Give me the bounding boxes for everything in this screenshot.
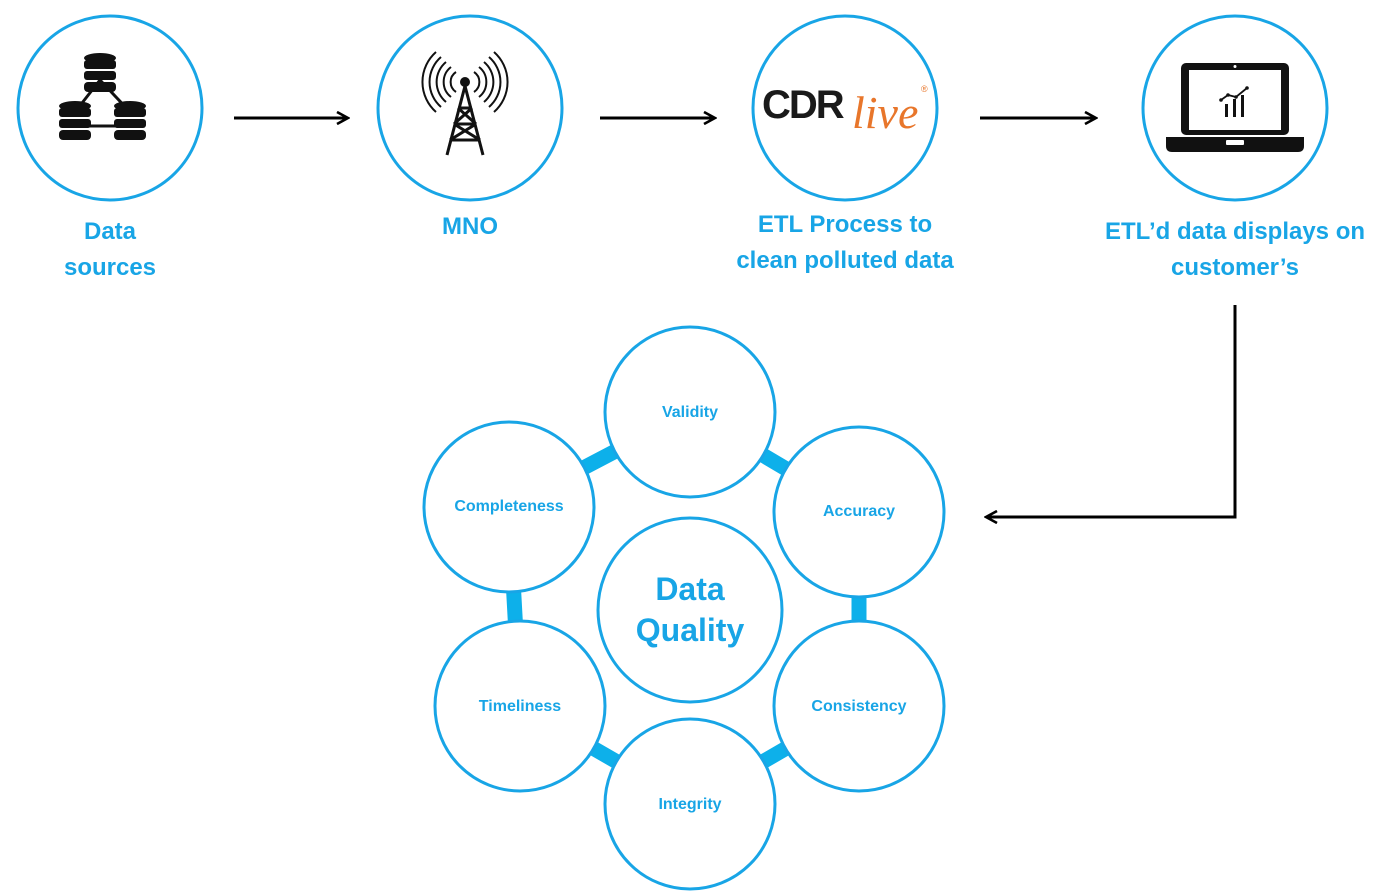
- dimension-completeness: Completeness: [454, 498, 564, 515]
- cdrlive-logo: CDR live ®: [762, 83, 928, 138]
- node-consistency: [772, 619, 946, 793]
- logo-text-live: live: [852, 87, 918, 138]
- label-data-sources: Data sources: [63, 218, 157, 281]
- database-network-icon: [59, 53, 146, 140]
- dimension-integrity: Integrity: [658, 796, 722, 813]
- data-quality-title: Data Quality: [635, 571, 745, 648]
- node-timeliness: [433, 619, 607, 793]
- laptop-chart-icon: [1166, 63, 1304, 152]
- dimension-accuracy: Accuracy: [822, 503, 896, 520]
- label-display: ETL’d data displays on customer’s: [1104, 218, 1366, 281]
- dimension-consistency: Consistency: [811, 698, 907, 715]
- dimension-timeliness: Timeliness: [478, 698, 562, 715]
- node-integrity: [603, 717, 777, 891]
- etl-circle: [751, 14, 939, 202]
- node-validity: [603, 325, 777, 499]
- label-etl-process: ETL Process to clean polluted data: [736, 211, 954, 274]
- logo-mark: ®: [921, 84, 928, 94]
- arrow-display-to-quality: [986, 305, 1237, 517]
- node-accuracy: [772, 425, 946, 599]
- label-mno: MNO: [442, 213, 498, 240]
- quality-center-circle: [596, 516, 784, 704]
- data-sources-circle: [16, 14, 204, 202]
- dimension-validity: Validity: [661, 404, 719, 421]
- cell-tower-icon: [421, 51, 509, 156]
- logo-text-cdr: CDR: [762, 83, 845, 127]
- node-completeness: [422, 420, 596, 594]
